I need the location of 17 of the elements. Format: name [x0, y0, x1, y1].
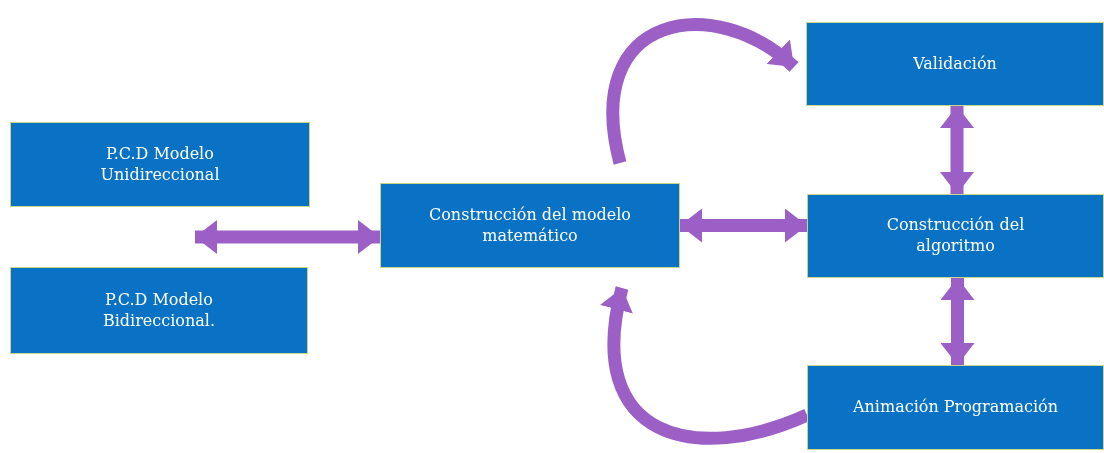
arrow: [940, 106, 974, 194]
arrow: [195, 220, 380, 254]
process-box: [10, 267, 308, 354]
box-label: P.C.D Modelo Unidireccional: [99, 143, 221, 186]
process-box: [10, 122, 310, 207]
process-box: [807, 194, 1104, 278]
arrow: [607, 18, 799, 165]
process-box: [807, 365, 1104, 450]
box-label: P.C.D Modelo Bidireccional.: [101, 289, 217, 332]
box-label: Construcción del modelo matemático: [428, 204, 632, 247]
arrow: [940, 278, 975, 365]
process-box: [806, 22, 1104, 106]
box-label: Validación: [913, 53, 997, 75]
arrow: [680, 208, 807, 243]
box-label: Animación Programación: [853, 397, 1058, 418]
process-box: [380, 183, 680, 268]
box-label: Construcción del algoritmo: [885, 215, 1026, 257]
